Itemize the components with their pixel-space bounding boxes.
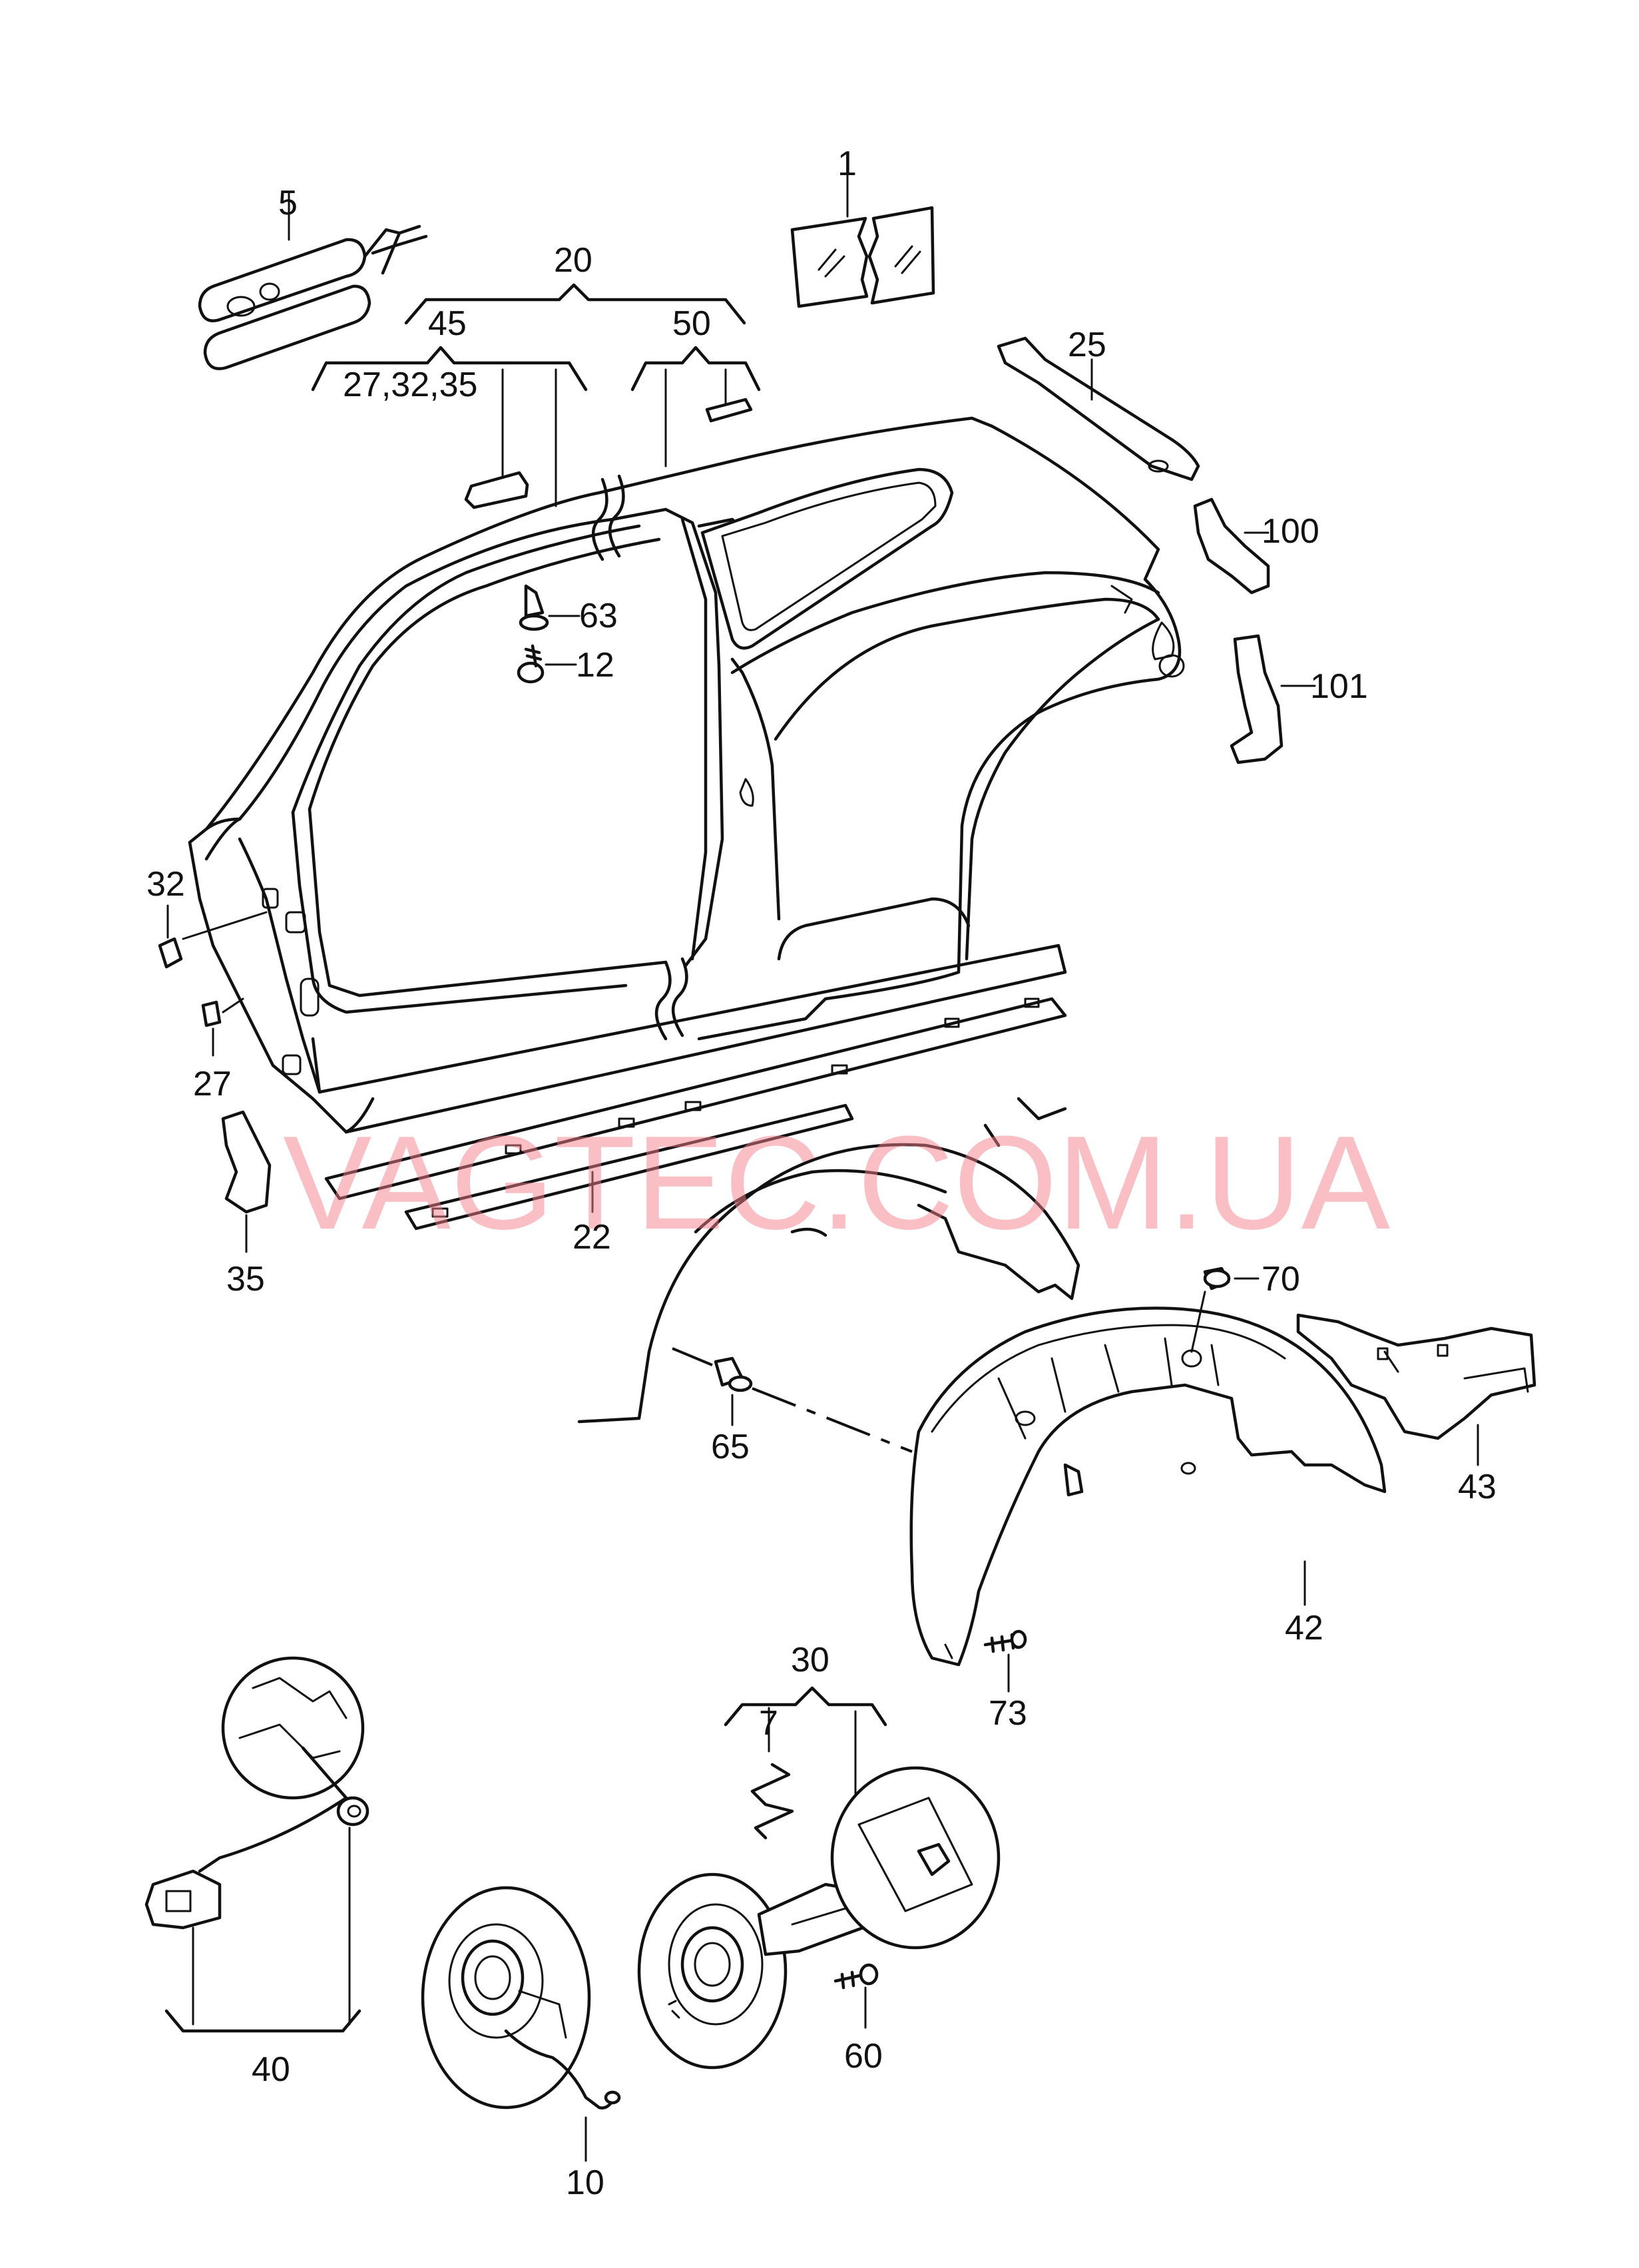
part-1-glass-panes: [790, 152, 935, 308]
label-45: 45: [428, 304, 467, 343]
label-1: 1: [837, 144, 857, 183]
label-27-32-35: 27,32,35: [343, 366, 477, 404]
label-43: 43: [1458, 1468, 1497, 1506]
fasteners-63-12: [517, 584, 581, 684]
label-5: 5: [278, 184, 298, 222]
label-27: 27: [193, 1065, 232, 1103]
part-65-clip: [672, 1347, 913, 1453]
label-101: 101: [1310, 667, 1368, 706]
clips-32-27-35: [158, 904, 272, 1253]
part-22-sill-trim: [324, 997, 1067, 1231]
label-32: 32: [146, 865, 185, 904]
group-brackets: [311, 283, 761, 509]
part-25-reinforcement: [997, 336, 1200, 481]
part-43-bracket: [1296, 1313, 1536, 1466]
label-60: 60: [844, 2037, 883, 2076]
part-10-filler-housing: [421, 1886, 621, 2162]
part-100-bracket: [1193, 497, 1270, 595]
part-30-flap-assembly: [637, 1686, 1001, 2070]
part-101-bracket: [1230, 634, 1316, 764]
label-73: 73: [989, 1694, 1027, 1733]
fender-arch-outline: [577, 1097, 1080, 1424]
label-35: 35: [226, 1260, 265, 1298]
part-5-sealant-tubes: [198, 192, 428, 370]
label-40: 40: [252, 2050, 290, 2089]
label-70: 70: [1262, 1260, 1300, 1298]
label-50: 50: [672, 304, 711, 343]
label-25: 25: [1068, 326, 1106, 364]
part-40-flap-cable: [144, 1656, 369, 2033]
label-7: 7: [759, 1704, 778, 1743]
label-10: 10: [566, 2163, 604, 2202]
watermark-text: VAGTEC.COM.UA: [283, 1109, 1391, 1257]
fasteners-70-73: [983, 1267, 1260, 1693]
label-42: 42: [1285, 1609, 1323, 1647]
label-100: 100: [1262, 512, 1319, 551]
label-20: 20: [554, 241, 592, 280]
part-42-wheel-liner: [909, 1306, 1387, 1667]
side-panel-body: [188, 416, 1185, 1134]
label-30: 30: [791, 1641, 829, 1679]
label-63: 63: [579, 597, 618, 635]
label-22: 22: [573, 1218, 611, 1257]
label-12: 12: [576, 646, 614, 685]
label-65: 65: [711, 1428, 750, 1466]
